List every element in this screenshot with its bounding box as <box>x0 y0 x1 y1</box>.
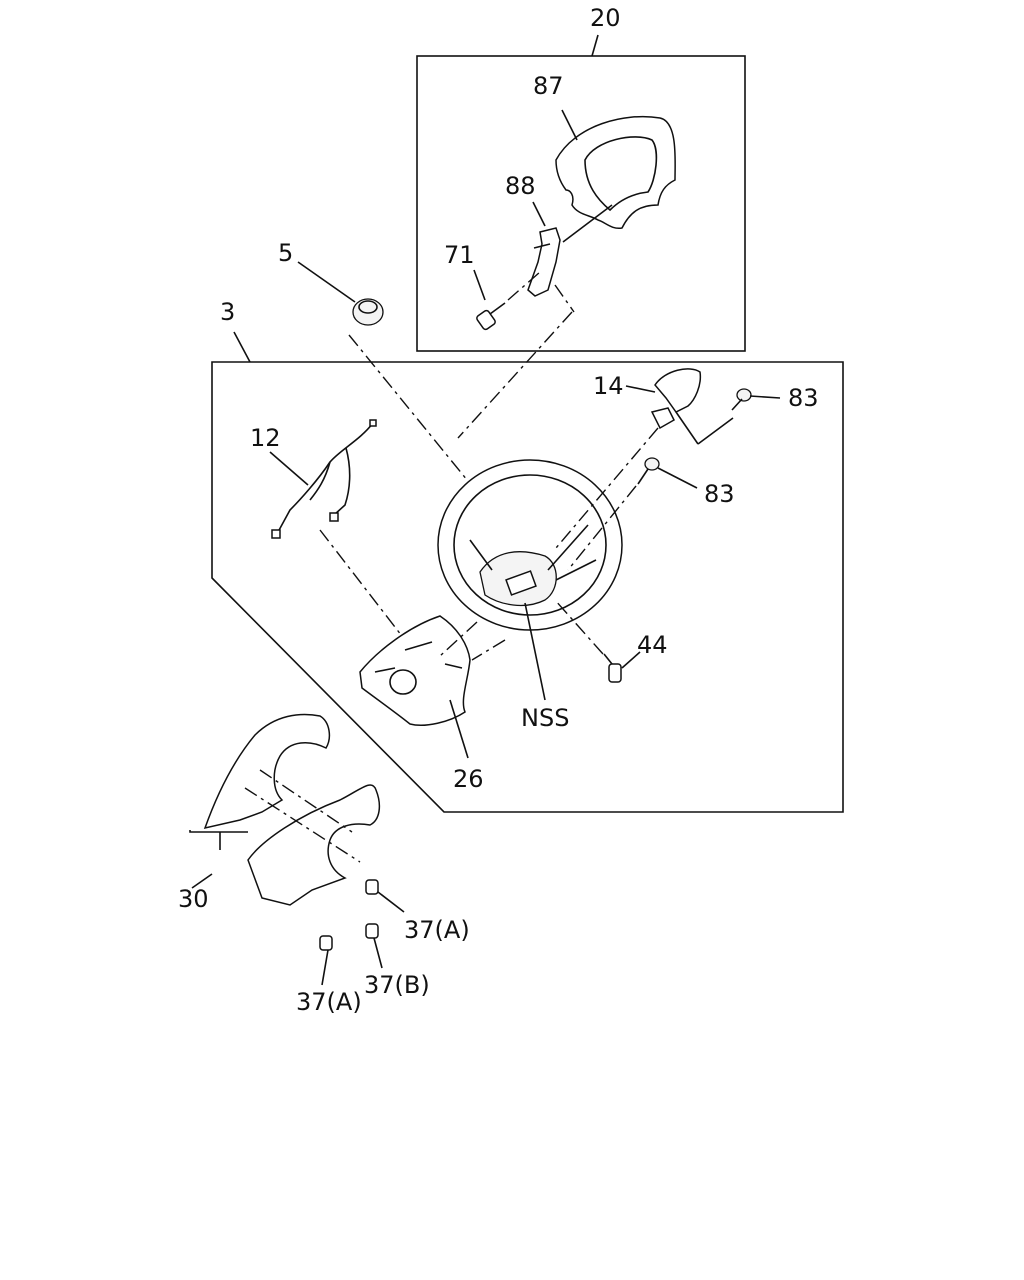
callout-14: 14 <box>593 372 624 400</box>
callout-nss: NSS <box>521 704 569 732</box>
callout-37b: 37(B) <box>364 971 430 999</box>
callout-3: 3 <box>220 298 235 326</box>
callout-30: 30 <box>178 885 209 913</box>
screw-37a-lower[interactable] <box>319 935 333 951</box>
bolt-83-lower[interactable] <box>637 457 660 485</box>
bracket-88[interactable] <box>527 227 561 297</box>
callout-71: 71 <box>444 241 475 269</box>
callout-44: 44 <box>637 631 668 659</box>
column-cover-30[interactable] <box>203 713 381 906</box>
screw-37b[interactable] <box>365 923 379 939</box>
screw-37a-upper[interactable] <box>365 879 379 895</box>
callout-20: 20 <box>590 4 621 32</box>
group-3-frame <box>211 361 844 813</box>
airbag-cover-87[interactable] <box>555 115 676 230</box>
callout-5: 5 <box>278 239 293 267</box>
callout-26: 26 <box>453 765 484 793</box>
callout-83-lower: 83 <box>704 480 735 508</box>
bolt-44[interactable] <box>603 653 622 683</box>
nut-5[interactable] <box>352 298 384 326</box>
callout-83-upper: 83 <box>788 384 819 412</box>
callout-12: 12 <box>250 424 281 452</box>
callout-87: 87 <box>533 72 564 100</box>
wire-harness-12[interactable] <box>271 419 377 539</box>
lower-cover-26[interactable] <box>359 615 471 726</box>
callout-37a-lower: 37(A) <box>296 988 362 1016</box>
callout-88: 88 <box>505 172 536 200</box>
bolt-83-upper[interactable] <box>731 388 752 411</box>
bolt-71[interactable] <box>476 302 506 331</box>
steering-wheel[interactable] <box>437 459 623 631</box>
callout-37a-upper: 37(A) <box>404 916 470 944</box>
cover-14[interactable] <box>650 368 702 430</box>
group-20-frame <box>416 55 746 352</box>
